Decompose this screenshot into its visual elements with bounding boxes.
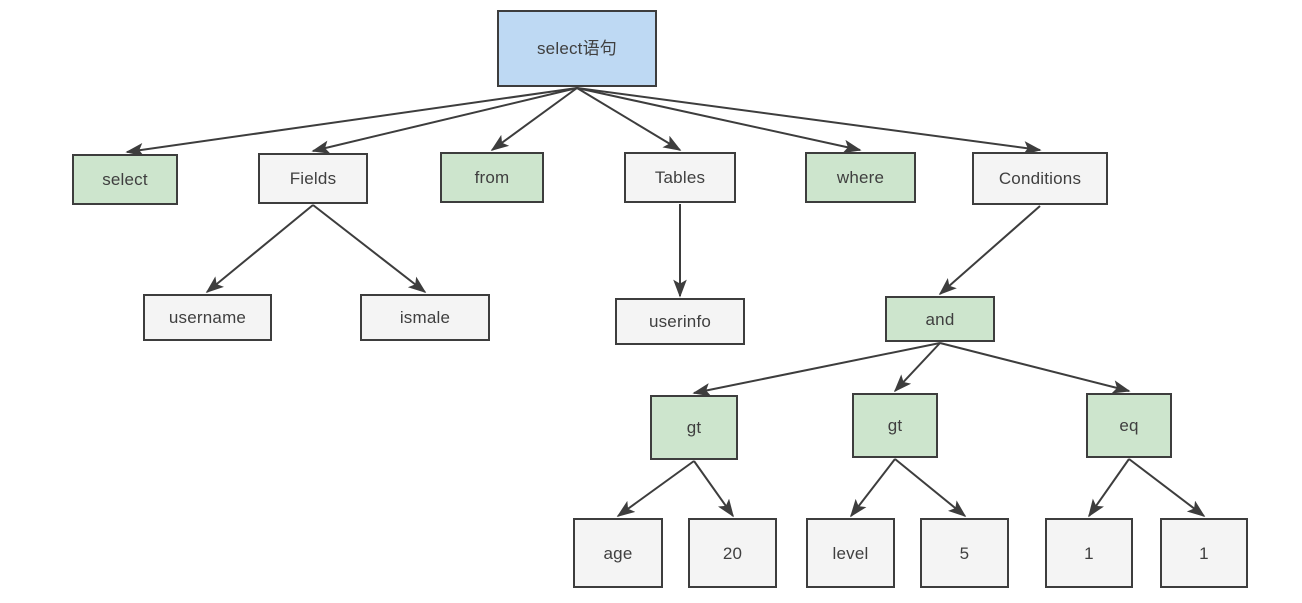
- node-label-level: level: [832, 543, 869, 563]
- node-select[interactable]: select: [72, 154, 178, 205]
- edge-gt1-to-age: [616, 460, 695, 517]
- node-where[interactable]: where: [805, 152, 916, 203]
- edge-gt2-to-level: [850, 458, 896, 518]
- node-label-select: select: [102, 170, 148, 189]
- node-fields[interactable]: Fields: [258, 153, 368, 204]
- edge-and-to-gt1: [692, 342, 941, 397]
- edge-root-to-where: [576, 87, 862, 154]
- node-label-tables: Tables: [654, 168, 706, 187]
- node-age[interactable]: age: [573, 518, 663, 588]
- edge-root-to-conditions: [576, 87, 1042, 155]
- node-label-root: select语句: [536, 39, 617, 58]
- node-root[interactable]: select语句: [497, 10, 657, 87]
- node-userinfo[interactable]: userinfo: [615, 298, 745, 345]
- edge-and-to-eq: [939, 342, 1131, 394]
- edge-eq-to-one_b: [1128, 458, 1206, 517]
- node-eq[interactable]: eq: [1086, 393, 1172, 458]
- edge-root-to-from: [490, 87, 578, 151]
- node-label-and: and: [925, 309, 955, 329]
- node-label-age: age: [603, 543, 633, 563]
- node-one_a[interactable]: 1: [1045, 518, 1133, 588]
- node-label-conditions: Conditions: [998, 169, 1082, 188]
- node-ismale[interactable]: ismale: [360, 294, 490, 341]
- node-one_b[interactable]: 1: [1160, 518, 1248, 588]
- node-label-ismale: ismale: [399, 308, 451, 327]
- edge-fields-to-username: [205, 204, 314, 294]
- node-label-n20: 20: [722, 543, 743, 563]
- node-and[interactable]: and: [885, 296, 995, 342]
- node-label-username: username: [168, 308, 247, 327]
- edge-and-to-gt2: [893, 342, 941, 393]
- edge-root-to-fields: [311, 87, 578, 154]
- node-level[interactable]: level: [806, 518, 895, 588]
- node-label-one_a: 1: [1084, 543, 1094, 563]
- node-label-n5: 5: [959, 543, 970, 563]
- node-label-gt1: gt: [686, 418, 702, 437]
- node-label-gt2: gt: [887, 416, 903, 435]
- node-tables[interactable]: Tables: [624, 152, 736, 203]
- edge-root-to-tables: [576, 87, 682, 151]
- node-n5[interactable]: 5: [920, 518, 1009, 588]
- node-from[interactable]: from: [440, 152, 544, 203]
- edge-eq-to-one_a: [1088, 458, 1130, 518]
- node-gt2[interactable]: gt: [852, 393, 938, 458]
- node-conditions[interactable]: Conditions: [972, 152, 1108, 205]
- edge-conditions-to-and: [938, 205, 1041, 296]
- node-label-where: where: [836, 168, 885, 187]
- edge-gt2-to-n5: [894, 458, 967, 518]
- node-label-userinfo: userinfo: [648, 312, 712, 331]
- node-label-fields: Fields: [289, 169, 337, 188]
- edge-gt1-to-n20: [693, 460, 734, 518]
- node-label-from: from: [474, 168, 510, 187]
- edge-root-to-select: [125, 87, 578, 157]
- node-username[interactable]: username: [143, 294, 272, 341]
- node-label-one_b: 1: [1199, 543, 1209, 563]
- node-n20[interactable]: 20: [688, 518, 777, 588]
- edge-fields-to-ismale: [312, 204, 427, 293]
- node-label-eq: eq: [1119, 416, 1139, 435]
- node-gt1[interactable]: gt: [650, 395, 738, 460]
